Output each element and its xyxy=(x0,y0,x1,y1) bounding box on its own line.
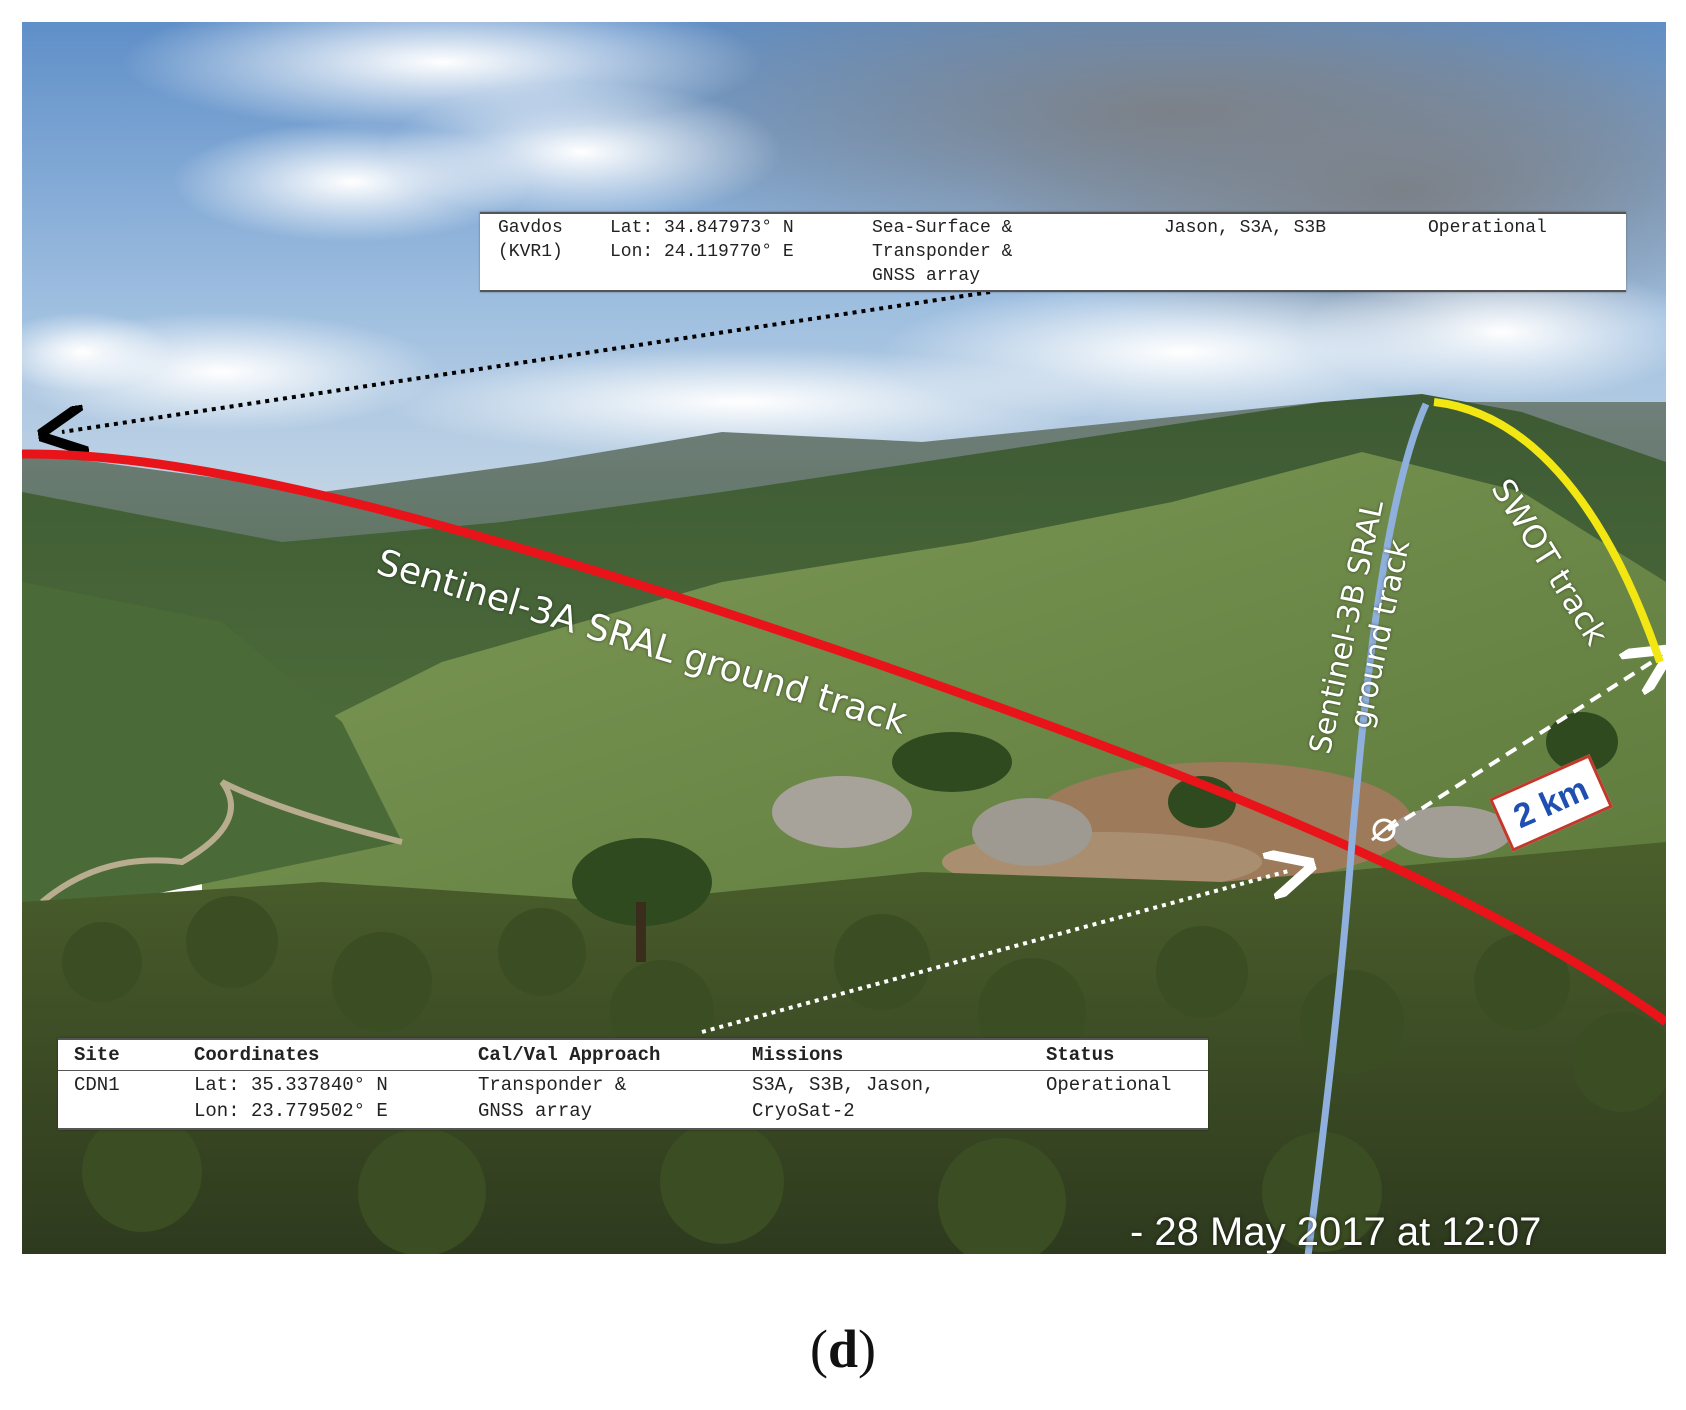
missions-line2: CryoSat-2 xyxy=(752,1100,855,1122)
status: Operational xyxy=(1428,218,1547,238)
header-missions: Missions xyxy=(752,1044,844,1066)
photo-timestamp: - 28 May 2017 at 12:07 xyxy=(1130,1210,1542,1254)
caption-open-paren: ( xyxy=(809,1319,828,1379)
longitude: Lon: 24.119770° E xyxy=(610,242,794,262)
longitude: Lon: 23.779502° E xyxy=(194,1100,388,1122)
header-coordinates: Coordinates xyxy=(194,1044,320,1066)
landscape-illustration xyxy=(22,22,1666,1254)
missions-line1: S3A, S3B, Jason, xyxy=(752,1074,935,1096)
site-name: Gavdos xyxy=(498,218,563,238)
approach-line2: Transponder & xyxy=(872,242,1013,262)
site-table-cdn1: Site Coordinates Cal/Val Approach Missio… xyxy=(58,1038,1208,1130)
header-approach: Cal/Val Approach xyxy=(478,1044,661,1066)
swot-track xyxy=(1433,398,1664,664)
caption-close-paren: ) xyxy=(858,1319,876,1379)
site-name: CDN1 xyxy=(74,1074,120,1096)
approach-line2: GNSS array xyxy=(478,1100,593,1122)
site-id: (KVR1) xyxy=(498,242,563,262)
approach-line1: Sea-Surface & xyxy=(872,218,1013,238)
status: Operational xyxy=(1046,1074,1172,1096)
table-header-row: Site Coordinates Cal/Val Approach Missio… xyxy=(58,1040,1208,1071)
caption-letter: d xyxy=(827,1319,859,1379)
panel-caption: (d) xyxy=(0,1318,1686,1380)
sentinel-3a-track xyxy=(22,449,1666,1026)
site-table-gavdos: Gavdos (KVR1) Lat: 34.847973° N Lon: 24.… xyxy=(480,212,1626,292)
latitude: Lat: 34.847973° N xyxy=(610,218,794,238)
latitude: Lat: 35.337840° N xyxy=(194,1074,388,1096)
approach-line1: Transponder & xyxy=(478,1074,627,1096)
approach-line3: GNSS array xyxy=(872,266,981,286)
header-site: Site xyxy=(74,1044,120,1066)
field-photo: Gavdos (KVR1) Lat: 34.847973° N Lon: 24.… xyxy=(22,22,1666,1254)
missions: Jason, S3A, S3B xyxy=(1164,218,1327,238)
sentinel-3b-track xyxy=(1304,402,1430,1254)
header-status: Status xyxy=(1046,1044,1115,1066)
